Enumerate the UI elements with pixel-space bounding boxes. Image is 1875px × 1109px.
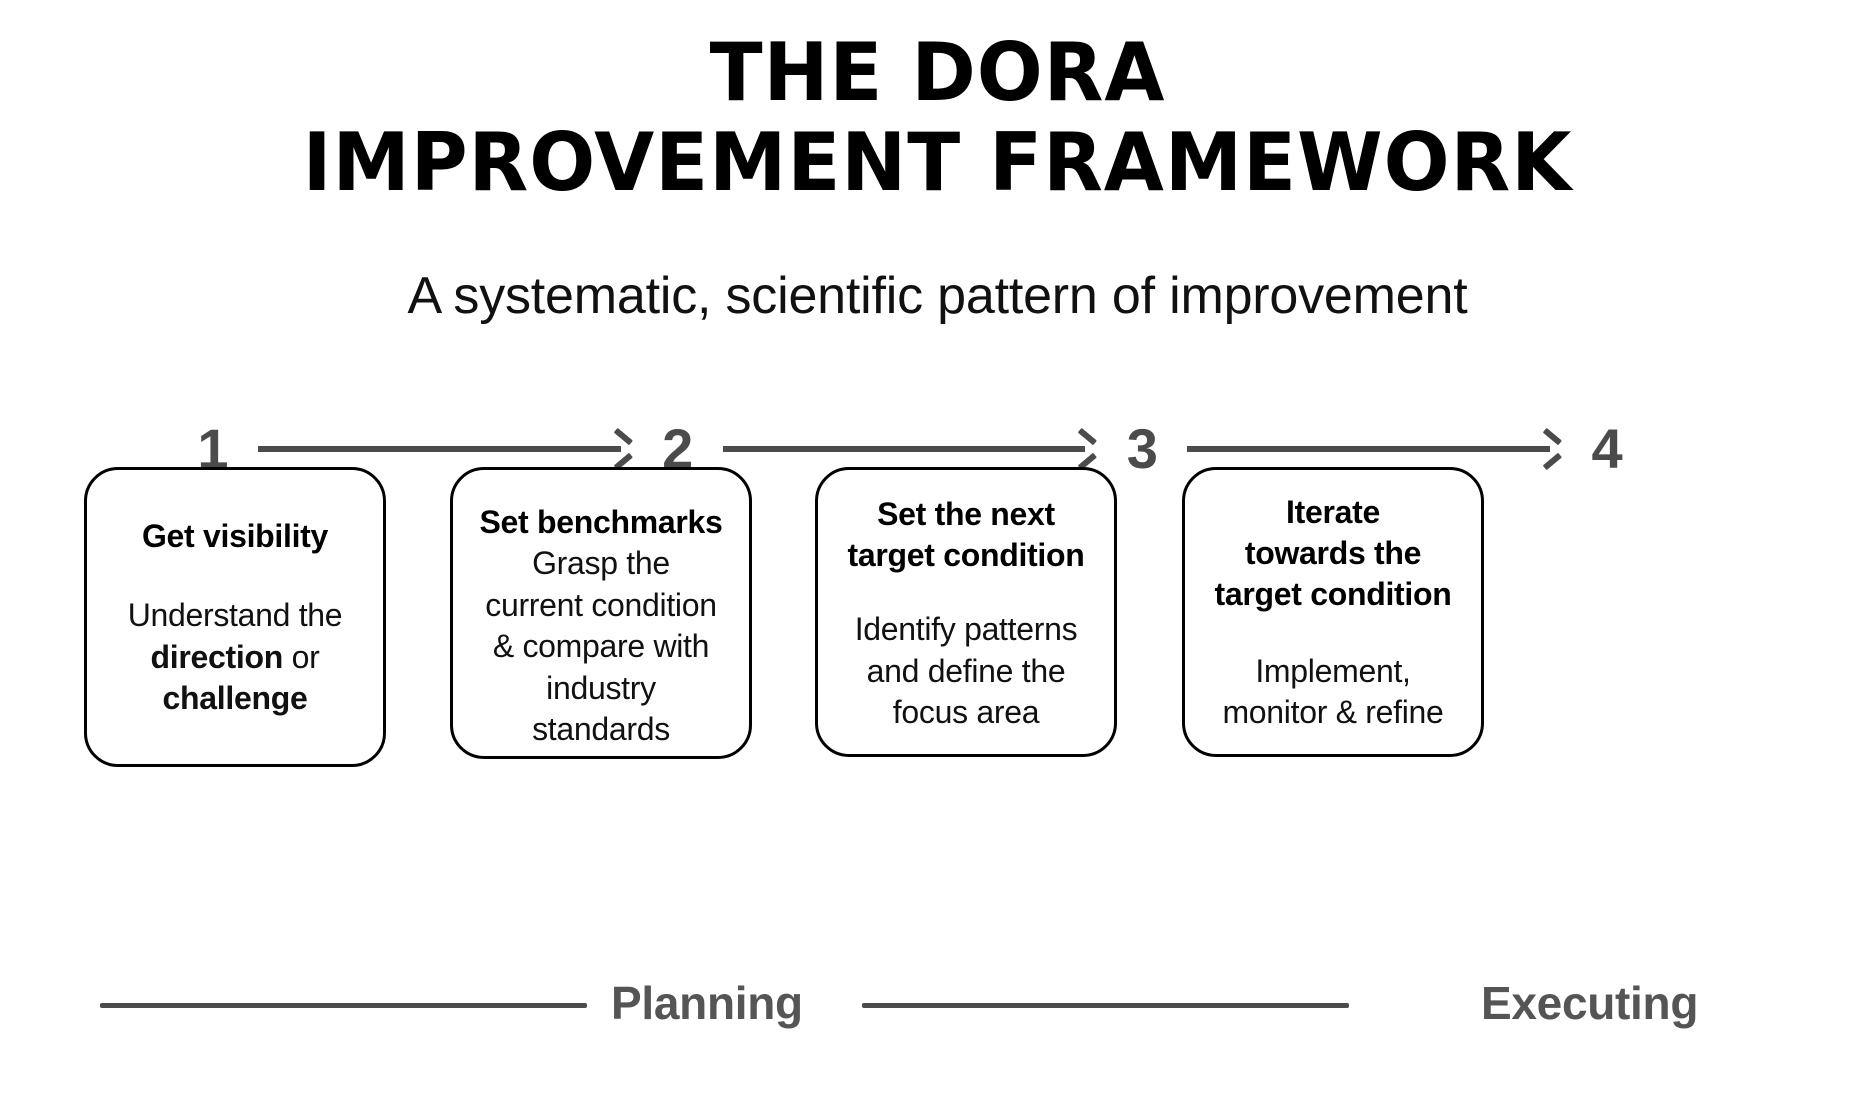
step-card-3-title: Set the next target condition xyxy=(848,494,1085,576)
arrow-shaft xyxy=(258,446,621,452)
arrow-shaft xyxy=(722,446,1086,452)
phase-line-right xyxy=(862,1003,1349,1008)
body-line: industry xyxy=(546,669,656,706)
phase-bar: Planning Executing xyxy=(0,960,1875,1050)
step-card-4: Iterate towards the target condition Imp… xyxy=(1182,467,1484,757)
step-number-3: 3 xyxy=(1126,417,1158,480)
body-emphasis-challenge: challenge xyxy=(162,680,308,717)
arrow-shaft xyxy=(1187,446,1551,452)
step-card-1-title: Get visibility xyxy=(141,518,329,554)
body-line: current condition xyxy=(485,586,717,623)
body-line: Identify patterns xyxy=(854,611,1078,648)
arrow-right-icon-3 xyxy=(1187,434,1562,464)
body-emphasis-direction: direction xyxy=(150,638,284,675)
body-line: Grasp the xyxy=(532,544,670,581)
body-line: & compare with xyxy=(492,628,710,665)
body-line: focus area xyxy=(892,694,1040,731)
step-card-1-body: Understand the direction or challenge xyxy=(128,595,343,720)
body-line: Implement, xyxy=(1255,652,1411,689)
title-line: Set the next xyxy=(877,496,1055,532)
step-cards: Get visibility Understand the direction … xyxy=(84,467,1800,917)
title-line: target condition xyxy=(847,536,1085,573)
main-title-line-1: THE DORA xyxy=(709,26,1166,119)
phase-label-planning: Planning xyxy=(611,977,803,1029)
body-line: monitor & refine xyxy=(1222,694,1444,731)
body-line: standards xyxy=(532,711,670,748)
step-card-4-title: Iterate towards the target condition xyxy=(1215,492,1452,615)
phase-line-left xyxy=(100,1003,587,1008)
body-conjunction: or xyxy=(282,638,320,675)
main-title-line-2: IMPROVEMENT FRAMEWORK xyxy=(302,115,1573,209)
arrow-right-icon-1 xyxy=(258,434,633,464)
title-line: target condition xyxy=(1214,575,1452,612)
arrow-head xyxy=(1075,438,1097,460)
page-subtitle: A systematic, scientific pattern of impr… xyxy=(407,267,1468,325)
body-line: and define the xyxy=(866,652,1066,689)
step-card-1: Get visibility Understand the direction … xyxy=(84,467,386,767)
step-card-2: Set benchmarks Grasp the current conditi… xyxy=(450,467,752,759)
step-number-4: 4 xyxy=(1591,417,1623,480)
step-card-2-title: Set benchmarks xyxy=(479,504,723,540)
main-title: THE DORA IMPROVEMENT FRAMEWORK xyxy=(28,28,1847,207)
step-card-4-body: Implement, monitor & refine xyxy=(1222,651,1443,734)
step-card-3-body: Identify patterns and define the focus a… xyxy=(855,609,1078,734)
title-line: towards the xyxy=(1244,534,1422,571)
arrow-head xyxy=(611,438,633,460)
title-line: Iterate xyxy=(1286,494,1380,530)
arrow-right-icon-2 xyxy=(722,434,1098,464)
step-card-3: Set the next target condition Identify p… xyxy=(815,467,1117,757)
page-title: THE DORA IMPROVEMENT FRAMEWORK xyxy=(0,28,1875,207)
phase-label-executing: Executing xyxy=(1481,977,1699,1029)
arrow-head xyxy=(1540,438,1562,460)
body-line: Understand the xyxy=(127,596,343,633)
step-card-2-body: Grasp the current condition & compare wi… xyxy=(485,543,717,751)
